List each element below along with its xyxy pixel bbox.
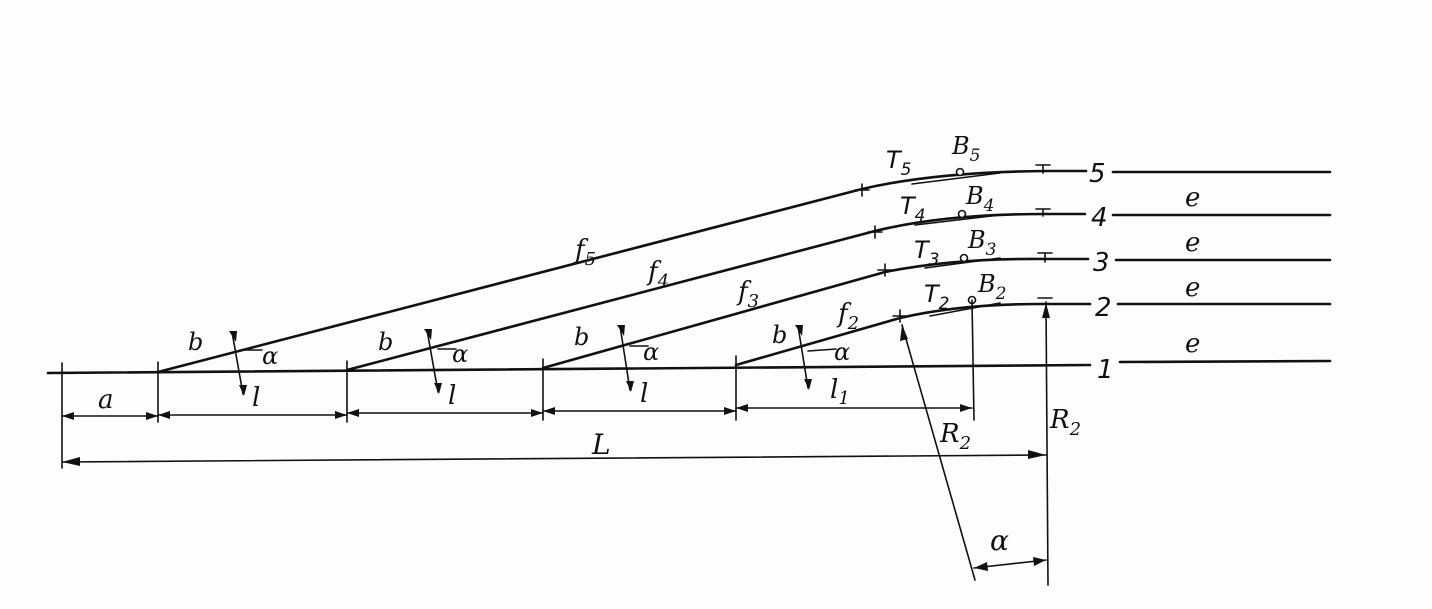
label-R2-diagonal: R2 xyxy=(939,419,971,454)
label-e-1: e xyxy=(1185,329,1200,359)
dimension-labels: a l l l l1 L xyxy=(98,375,850,461)
b-labels: b b b b xyxy=(188,321,787,356)
radius-labels: R2 R2 xyxy=(939,405,1081,454)
dimension-l-2 xyxy=(346,409,544,417)
label-B4: B4 xyxy=(965,182,994,216)
track-number-2: 2 xyxy=(1095,293,1112,323)
label-R2-vertical: R2 xyxy=(1049,405,1081,440)
track-4 xyxy=(345,212,1332,372)
track-2 xyxy=(734,302,1332,367)
radius-construction xyxy=(900,301,1050,586)
label-T2: T2 xyxy=(924,280,950,314)
label-l-1: l xyxy=(252,383,260,413)
label-L: L xyxy=(591,428,611,461)
label-b-1: b xyxy=(188,328,203,356)
alpha-labels: α α α α α xyxy=(262,338,1009,557)
f-labels: f5 f4 f3 f2 xyxy=(573,235,859,334)
label-l-3: l xyxy=(640,379,648,409)
dimension-a xyxy=(61,412,159,420)
track-number-4: 4 xyxy=(1091,203,1108,233)
label-f5: f5 xyxy=(573,235,596,270)
label-B3: B3 xyxy=(967,226,996,260)
track-number-labels: 1 2 3 4 5 xyxy=(1089,159,1114,385)
label-l-2: l xyxy=(448,381,456,411)
track-5 xyxy=(156,169,1332,374)
track-number-1: 1 xyxy=(1097,355,1114,385)
label-alpha-radius: α xyxy=(990,524,1009,557)
label-e-2: e xyxy=(1185,273,1200,303)
t-labels: T5 T4 T3 T2 xyxy=(886,146,950,314)
dimension-L xyxy=(61,450,1047,466)
label-b-4: b xyxy=(772,321,787,349)
label-f3: f3 xyxy=(736,277,759,312)
b-point-labels: B5 B4 B3 B2 xyxy=(951,132,1006,304)
label-T3: T3 xyxy=(914,236,940,270)
label-e-4: e xyxy=(1185,183,1200,213)
label-f2: f2 xyxy=(836,299,859,334)
label-alpha-3: α xyxy=(643,338,659,366)
label-a: a xyxy=(98,385,114,415)
switch-angle-arrows xyxy=(229,325,837,396)
dimension-l-1 xyxy=(157,411,348,419)
label-l1: l1 xyxy=(830,375,850,409)
label-alpha-2: α xyxy=(452,340,468,368)
label-T4: T4 xyxy=(900,192,926,226)
label-b-3: b xyxy=(574,323,589,351)
track-number-3: 3 xyxy=(1093,248,1110,278)
end-markers xyxy=(854,164,1053,323)
track-1 xyxy=(46,359,1332,375)
label-B5: B5 xyxy=(951,132,980,166)
label-e-3: e xyxy=(1185,228,1200,258)
track-3 xyxy=(541,257,1332,370)
e-labels: e e e e xyxy=(1185,183,1200,359)
dimension-l1 xyxy=(735,299,975,421)
label-b-2: b xyxy=(378,328,393,356)
label-B2: B2 xyxy=(977,270,1006,304)
label-alpha-4: α xyxy=(834,338,850,366)
label-T5: T5 xyxy=(886,146,912,180)
dimension-l-3 xyxy=(542,407,737,415)
track-number-5: 5 xyxy=(1089,159,1106,189)
label-alpha-1: α xyxy=(262,342,278,370)
label-f4: f4 xyxy=(646,257,669,292)
